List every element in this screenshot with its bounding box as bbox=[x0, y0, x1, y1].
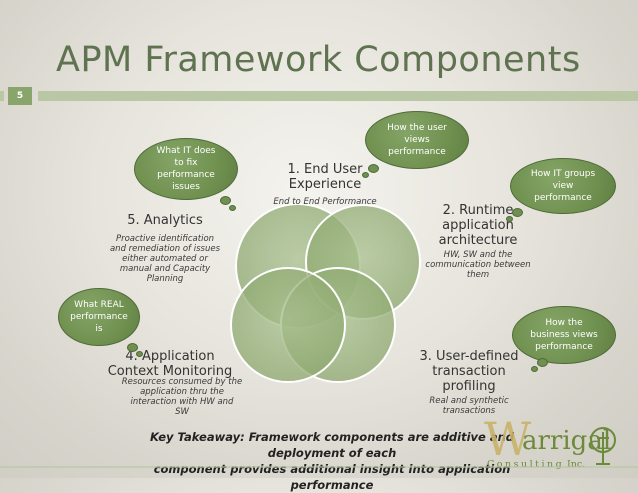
slide-number: 5 bbox=[8, 87, 32, 105]
callout-transaction: How the business views performance bbox=[512, 306, 616, 364]
title-rule bbox=[38, 91, 638, 101]
component-2-sub: HW, SW and the communication between the… bbox=[425, 250, 531, 280]
callout-context-monitoring-tail bbox=[127, 343, 138, 352]
key-takeaway: Key Takeaway: Framework components are a… bbox=[149, 430, 515, 492]
callout-analytics-tail bbox=[220, 196, 231, 205]
component-2-heading: 2. Runtime application architecture bbox=[438, 203, 518, 248]
component-1-heading: 1. End User Experience bbox=[287, 162, 363, 192]
callout-runtime-tail bbox=[512, 208, 523, 217]
component-5-heading: 5. Analytics bbox=[127, 213, 203, 228]
logo-letter: W bbox=[484, 412, 532, 466]
callout-user-experience-tail-small bbox=[362, 172, 369, 178]
callout-context-monitoring: What REAL performance is bbox=[58, 288, 140, 346]
circle-context-monitoring bbox=[230, 267, 346, 383]
callout-user-experience-tail bbox=[368, 164, 379, 173]
bottom-rule bbox=[0, 466, 638, 468]
component-1-sub: End to End Performance bbox=[273, 197, 377, 207]
logo-suffix: Inc. bbox=[567, 459, 586, 470]
callout-analytics: What IT does to fix performance issues bbox=[134, 138, 238, 200]
callout-runtime: How IT groups view performance bbox=[510, 158, 616, 214]
component-4-sub: Resources consumed by the application th… bbox=[121, 377, 243, 417]
callout-user-experience: How the user views performance bbox=[365, 111, 469, 169]
callout-transaction-tail-small bbox=[531, 366, 538, 372]
callout-context-monitoring-tail-small bbox=[136, 351, 143, 357]
logo-tagline: Consulting bbox=[487, 459, 565, 470]
callout-runtime-tail-small bbox=[506, 216, 513, 222]
slide-title: APM Framework Components bbox=[56, 40, 581, 80]
title-rule-left bbox=[0, 91, 4, 101]
framework-circles bbox=[230, 203, 421, 383]
component-5-sub: Proactive identification and remediation… bbox=[109, 234, 221, 284]
component-4-heading: 4. Application Context Monitoring bbox=[107, 349, 233, 379]
logo-tree-icon bbox=[590, 427, 616, 465]
component-3-heading: 3. User-defined transaction profiling bbox=[419, 349, 519, 394]
callout-transaction-tail bbox=[537, 358, 548, 367]
callout-analytics-tail-small bbox=[229, 205, 236, 211]
component-3-sub: Real and synthetic transactions bbox=[429, 396, 509, 416]
